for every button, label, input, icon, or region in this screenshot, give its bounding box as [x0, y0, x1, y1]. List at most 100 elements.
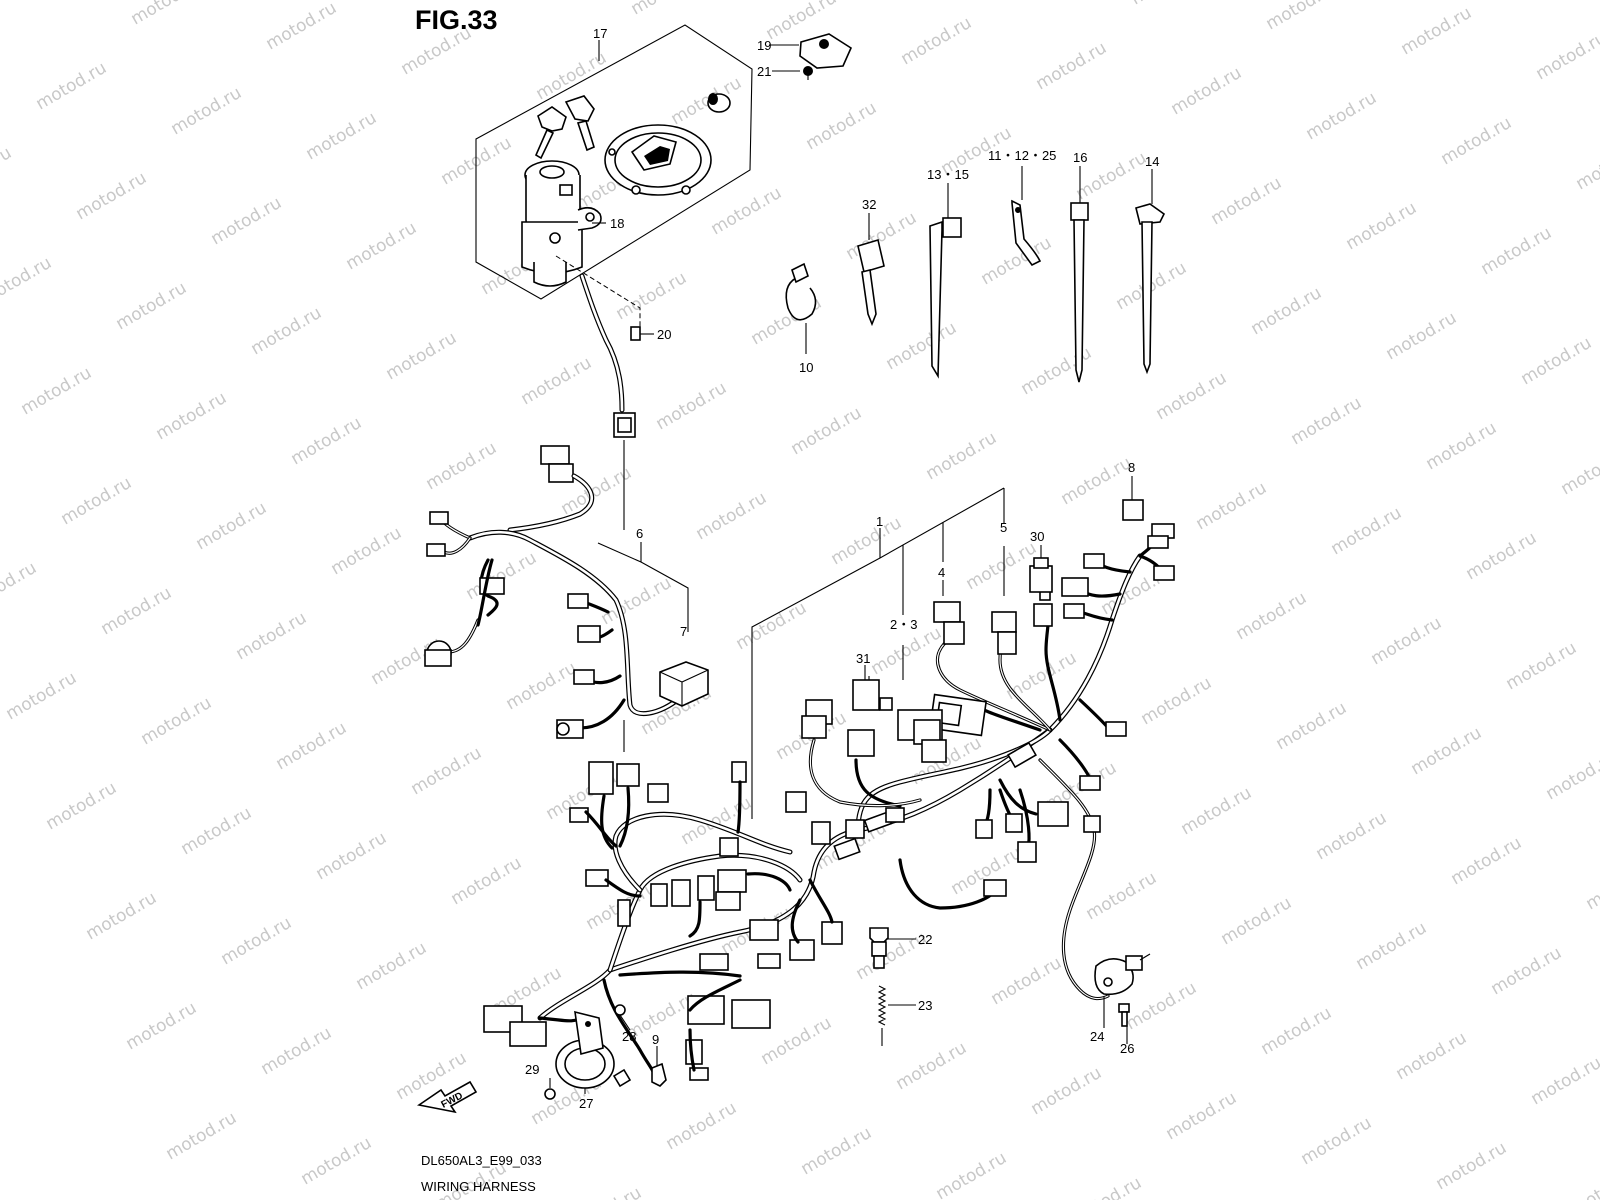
unit-7: [659, 661, 709, 707]
bolt-20: [630, 326, 654, 341]
callout-22: 22: [918, 932, 932, 947]
watermark-text: motod.ru: [303, 108, 381, 164]
watermark-text: motod.ru: [1408, 723, 1486, 779]
nut-29: [544, 1078, 556, 1100]
watermark-text: motod.ru: [3, 668, 81, 724]
watermark-text: motod.ru: [43, 778, 121, 834]
callout-26: 26: [1120, 1041, 1134, 1056]
callout-13-15: 13・15: [927, 167, 969, 182]
watermark-text: motod.ru: [898, 13, 976, 69]
watermark-text: motod.ru: [98, 583, 176, 639]
watermark-text: motod.ru: [18, 363, 96, 419]
watermark-text: motod.ru: [1193, 478, 1271, 534]
watermark-text: motod.ru: [1248, 283, 1326, 339]
watermark-text: motod.ru: [288, 413, 366, 469]
watermark-text: motod.ru: [598, 573, 676, 629]
watermark-text: motod.ru: [533, 48, 611, 104]
clip-9: [651, 1046, 667, 1087]
watermark-text: motod.ru: [193, 498, 271, 554]
watermark-text: motod.ru: [628, 0, 706, 19]
watermark-text: motod.ru: [988, 953, 1066, 1009]
watermark-text: motod.ru: [1273, 698, 1351, 754]
watermark-text: motod.ru: [153, 388, 231, 444]
watermark-text: motod.ru: [1368, 613, 1446, 669]
main-harness: [537, 553, 1143, 1021]
watermark-text: motod.ru: [1288, 393, 1366, 449]
tie-13-15: [929, 217, 962, 379]
watermark-text: motod.ru: [0, 143, 15, 199]
callout-17: 17: [593, 26, 607, 41]
watermark-text: motod.ru: [1033, 38, 1111, 94]
watermark-text: motod.ru: [1543, 748, 1600, 804]
ignition-keys: [534, 95, 595, 160]
watermark-text: motod.ru: [113, 278, 191, 334]
watermark-text: motod.ru: [1583, 858, 1600, 914]
watermark-text: motod.ru: [1383, 308, 1461, 364]
sensor-22: [869, 927, 916, 969]
watermark-text: motod.ru: [248, 303, 326, 359]
watermark-text: motod.ru: [0, 253, 55, 309]
callout-28: 28: [622, 1029, 636, 1044]
watermark-text: motod.ru: [1128, 0, 1206, 9]
watermark-text: motod.ru: [668, 73, 746, 129]
watermark-text: motod.ru: [1503, 638, 1581, 694]
watermark-text: motod.ru: [83, 888, 161, 944]
watermark-text: motod.ru: [343, 218, 421, 274]
watermark-text: motod.ru: [503, 658, 581, 714]
watermark-text: motod.ru: [788, 403, 866, 459]
watermark-text: motod.ru: [893, 1038, 971, 1094]
watermark-text: motod.ru: [298, 1133, 376, 1189]
watermark-text: motod.ru: [328, 523, 406, 579]
watermark-text: motod.ru: [1083, 868, 1161, 924]
watermark-text: motod.ru: [168, 83, 246, 139]
watermark-text: motod.ru: [73, 168, 151, 224]
watermark-text: motod.ru: [1168, 63, 1246, 119]
horn-27: [555, 1010, 632, 1094]
watermark-text: motod.ru: [1423, 418, 1501, 474]
ignition-set-box: [475, 24, 753, 300]
watermark-text: motod.ru: [353, 938, 431, 994]
watermark-text: motod.ru: [1258, 1003, 1336, 1059]
callout-32: 32: [862, 197, 876, 212]
callout-8: 8: [1128, 460, 1135, 475]
watermark-text: motod.ru: [263, 0, 341, 54]
tie-16: [1070, 202, 1089, 383]
watermark-text: motod.ru: [1528, 1053, 1600, 1109]
watermark-text: motod.ru: [803, 98, 881, 154]
key-32: [857, 238, 885, 327]
watermark-text: motod.ru: [1478, 223, 1556, 279]
watermark-text: motod.ru: [1298, 1113, 1376, 1169]
figure-code: DL650AL3_E99_033: [421, 1153, 542, 1168]
watermark-text: motod.ru: [1303, 88, 1381, 144]
watermark-text: motod.ru: [518, 353, 596, 409]
tie-14: [1135, 203, 1166, 375]
callout-31: 31: [856, 651, 870, 666]
watermark-text: motod.ru: [408, 743, 486, 799]
callout-5: 5: [1000, 520, 1007, 535]
watermark-text: motod.ru: [1533, 28, 1600, 84]
watermark-text: motod.ru: [678, 793, 756, 849]
watermark-text: motod.ru: [33, 58, 111, 114]
bolt-26: [1118, 1003, 1130, 1044]
watermark-text: motod.ru: [1313, 808, 1391, 864]
callout-bracket-1: [751, 487, 1005, 819]
watermark-text: motod.ru: [1568, 1163, 1600, 1200]
callout-10: 10: [799, 360, 813, 375]
callout-7: 7: [680, 624, 687, 639]
main-harness-lower-left: [483, 761, 905, 1082]
watermark-text: motod.ru: [1178, 783, 1256, 839]
watermark-text: motod.ru: [423, 438, 501, 494]
sub-harness-left: [424, 445, 683, 739]
bolt-28: [614, 1004, 631, 1031]
watermark-text: motod.ru: [1263, 0, 1341, 34]
figure-caption: WIRING HARNESS: [421, 1179, 536, 1194]
watermark-text: motod.ru: [123, 998, 201, 1054]
watermark-text: motod.ru: [1123, 978, 1201, 1034]
sensor-24: [1094, 953, 1151, 1028]
watermark-text: motod.ru: [1153, 368, 1231, 424]
fuel-cap: [604, 124, 712, 196]
watermark-text: motod.ru: [1463, 528, 1541, 584]
watermark-text: motod.ru: [1433, 1138, 1511, 1194]
watermark-text: motod.ru: [883, 318, 961, 374]
